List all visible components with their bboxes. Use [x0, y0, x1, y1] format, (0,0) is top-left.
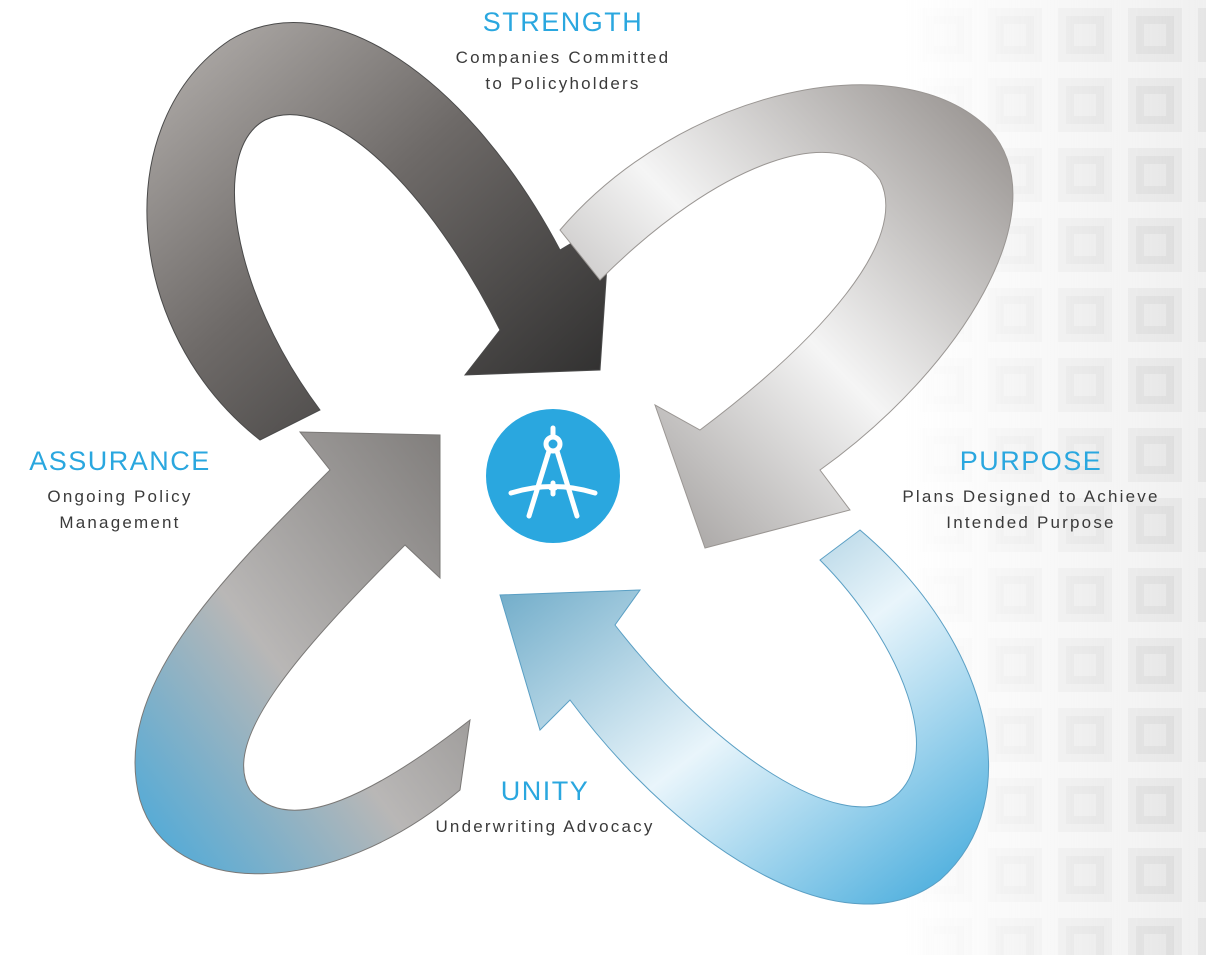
purpose-title: PURPOSE [959, 446, 1103, 476]
strength-subtitle: Companies Committed to Policyholders [383, 45, 743, 97]
assurance-arrow [134, 431, 471, 875]
center-circle [486, 409, 620, 543]
assurance-line-1: Ongoing Policy [47, 487, 193, 506]
unity-title: UNITY [500, 776, 590, 806]
assurance-subtitle: Ongoing Policy Management [0, 484, 240, 536]
strength-label-group: STRENGTH Companies Committed to Policyho… [383, 6, 743, 97]
unity-arrow [499, 529, 990, 905]
strength-title: STRENGTH [482, 7, 644, 37]
purpose-line-2: Intended Purpose [946, 513, 1116, 532]
purpose-label-group: PURPOSE Plans Designed to Achieve Intend… [856, 445, 1206, 536]
unity-label-group: UNITY Underwriting Advocacy [380, 775, 710, 840]
assurance-label-group: ASSURANCE Ongoing Policy Management [0, 445, 240, 536]
purpose-arrow [559, 84, 1014, 549]
strength-arrow [146, 22, 611, 441]
assurance-title: ASSURANCE [29, 446, 211, 476]
unity-subtitle: Underwriting Advocacy [380, 814, 710, 840]
strength-line-1: Companies Committed [455, 48, 671, 67]
strength-line-2: to Policyholders [485, 74, 641, 93]
purpose-arrow-body [559, 84, 1014, 549]
unity-line-1: Underwriting Advocacy [435, 817, 655, 836]
assurance-arrow-body [134, 431, 471, 875]
purpose-line-1: Plans Designed to Achieve [902, 487, 1160, 506]
purpose-subtitle: Plans Designed to Achieve Intended Purpo… [856, 484, 1206, 536]
drafting-compass-icon [486, 409, 620, 543]
unity-arrow-body [499, 529, 990, 905]
assurance-line-2: Management [59, 513, 181, 532]
strength-arrow-body [146, 22, 611, 441]
